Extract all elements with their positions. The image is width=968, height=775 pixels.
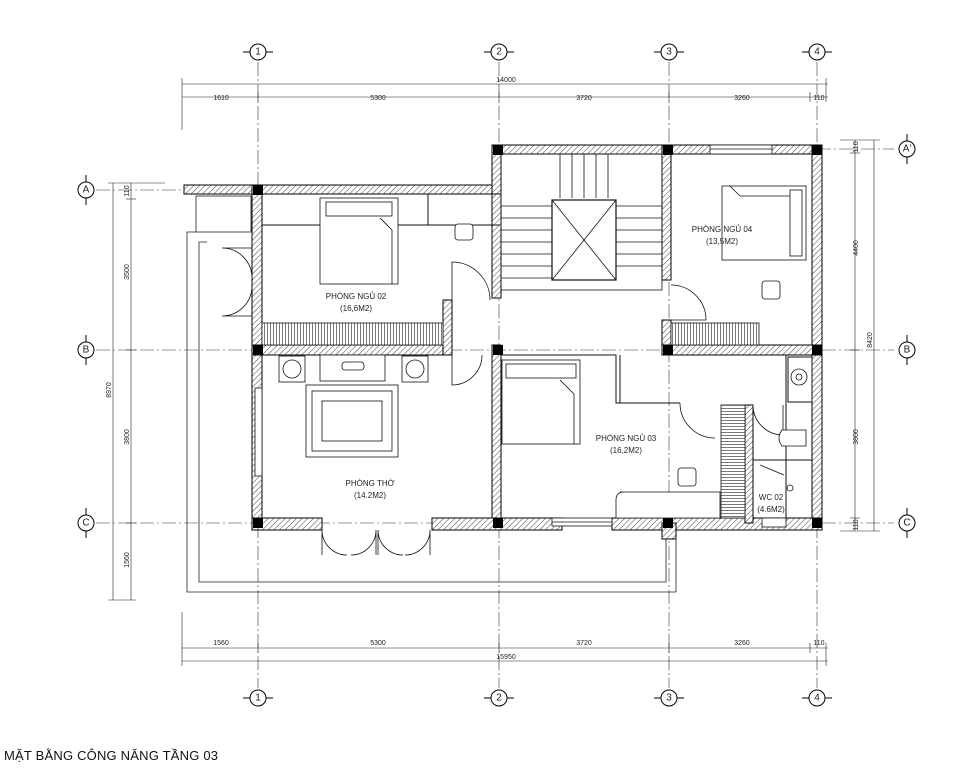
dim-bottom-seg: 3720 [576,640,592,647]
axis-label: A [83,185,90,196]
axis-marker-A-left [77,175,95,205]
dim-bottom-total: 15950 [496,654,516,661]
windows [254,144,787,528]
axis-markers [77,43,916,707]
furniture [261,185,808,519]
drawing-title: MẶT BẰNG CÔNG NĂNG TẦNG 03 [4,748,219,763]
dim-top-total: 14000 [496,77,516,84]
toilet-icon [778,429,807,447]
dim-bottom-seg: 1560 [213,640,229,647]
axis-label: 3 [666,693,672,704]
axis-label: 1 [255,693,261,704]
room-name: PHÒNG NGỦ 02 [326,292,387,301]
dim-left-seg: 1560 [124,552,131,568]
dim-left-seg: 3500 [124,264,131,280]
dim-left-total: 8970 [106,382,113,398]
axis-marker-4-bottom [802,689,832,707]
room-name: PHÒNG NGỦ 03 [596,434,657,443]
dim-right-seg: 110 [853,141,860,152]
shower-icon [786,484,794,492]
dim-right-seg: 110 [853,519,860,530]
axis-label: B [83,345,90,356]
axis-marker-1-top [243,43,273,61]
terrace-outline [186,195,677,593]
axis-label: 4 [814,47,820,58]
chair-icon [454,223,474,241]
axis-marker-B-right [898,335,916,365]
room-area: (16,6M2) [340,304,372,313]
axis-marker-C-left [77,508,95,538]
dimension-lines [108,78,880,666]
room-area: (14.2M2) [354,491,386,500]
dim-left-seg: 110 [124,185,131,196]
axis-label: 2 [496,47,502,58]
axis-label: 2 [496,693,502,704]
axis-marker-Aprime-right [898,134,916,164]
axis-marker-3-top [654,43,684,61]
axis-label: C [82,518,89,529]
room-name: PHÒNG NGỦ 04 [692,225,753,234]
dim-bottom-seg: 110 [813,640,824,647]
room-area: (16,2M2) [610,446,642,455]
axis-label: A' [903,144,912,155]
axis-label: 1 [255,47,261,58]
staircase [500,153,663,291]
dim-top-seg: 1610 [213,95,229,102]
dim-left-seg: 3800 [124,429,131,445]
chair-icon [677,467,697,487]
room-name: PHÒNG THỜ [346,479,395,488]
room-area: (4.6M2) [757,505,785,514]
dim-right-seg: 4400 [853,240,860,256]
dim-top-seg: 3720 [576,95,592,102]
columns [253,145,822,528]
axis-marker-1-bottom [243,689,273,707]
axis-marker-3-bottom [654,689,684,707]
dim-bottom-seg: 3260 [734,640,750,647]
dim-right-total: 8420 [867,332,874,348]
axis-label: C [903,518,910,529]
axis-marker-C-right [898,508,916,538]
axis-marker-4-top [802,43,832,61]
dim-right-seg: 3800 [853,429,860,445]
doors [221,247,784,556]
axis-marker-B-left [77,335,95,365]
axis-marker-2-bottom [484,689,514,707]
dim-top-seg: 5300 [370,95,386,102]
dim-top-seg: 3260 [734,95,750,102]
axis-label: B [904,345,911,356]
axis-label: 4 [814,693,820,704]
chair-icon [761,280,781,300]
room-area: (13,5M2) [706,237,738,246]
dim-bottom-seg: 5300 [370,640,386,647]
axis-label: 3 [666,47,672,58]
dim-top-seg: 110 [813,95,824,102]
axis-marker-2-top [484,43,514,61]
room-name: WC 02 [759,493,784,502]
